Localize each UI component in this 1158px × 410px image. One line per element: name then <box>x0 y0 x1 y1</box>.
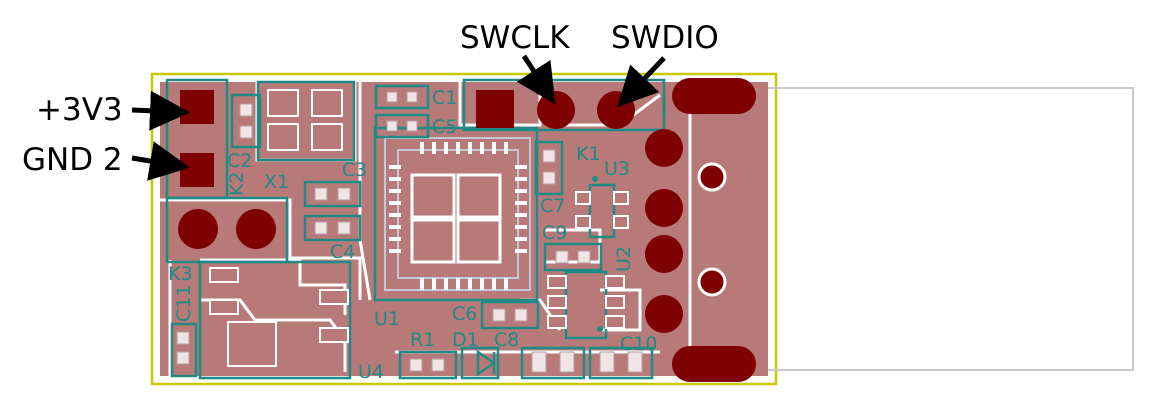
label-k3: K3 <box>168 263 193 285</box>
silkscreen-labels: C1 C5 C2 K2 X1 C3 C4 K1 U3 C7 C9 U2 K3 C… <box>168 87 657 383</box>
label-c6: C6 <box>452 303 477 325</box>
label-u1: U1 <box>374 308 400 330</box>
usb-holes <box>697 162 727 297</box>
board-outline <box>150 72 778 386</box>
arrow-swdio <box>617 56 666 108</box>
label-c9: C9 <box>542 222 567 244</box>
ic-u4-pads <box>209 267 349 367</box>
label-c8: C8 <box>494 329 519 351</box>
callout-swclk: SWCLK <box>460 20 570 56</box>
arrow-3v3 <box>131 90 190 131</box>
pad-k3-1 <box>178 209 218 249</box>
label-c3: C3 <box>342 159 367 181</box>
pad-gnd2 <box>180 153 214 187</box>
crystal-x1 <box>256 80 356 162</box>
pad-usb-4 <box>645 295 683 333</box>
label-c7: C7 <box>540 195 565 217</box>
label-c5: C5 <box>432 116 457 138</box>
small-component-pads <box>176 91 643 373</box>
callout-3v3: +3V3 <box>36 92 123 128</box>
callout-gnd2: GND 2 <box>22 142 123 178</box>
square-pads <box>180 90 514 187</box>
label-x1: X1 <box>264 171 289 193</box>
ic-u1 <box>373 126 539 302</box>
label-c4: C4 <box>330 241 355 263</box>
label-c2: C2 <box>227 150 252 172</box>
label-k2: K2 <box>226 171 248 196</box>
arrow-gnd2 <box>131 141 190 181</box>
u2-pin1-dot <box>597 326 603 332</box>
u3-pin1-dot <box>592 176 598 182</box>
callout-arrows <box>131 54 666 181</box>
callout-swdio: SWDIO <box>611 20 719 56</box>
pad-swd-1 <box>476 90 514 128</box>
arrow-swclk <box>516 54 556 105</box>
usb-mount-bottom <box>672 346 756 382</box>
label-c1: C1 <box>432 87 457 109</box>
label-d1: D1 <box>452 329 479 351</box>
pad-usb-1 <box>645 129 683 167</box>
diode-d1 <box>460 346 500 380</box>
label-u4: U4 <box>358 361 384 383</box>
ic-u2-pads <box>547 275 625 329</box>
label-u3: U3 <box>604 158 630 180</box>
pad-usb-3 <box>645 235 683 273</box>
label-c10: C10 <box>620 333 657 355</box>
pad-3v3 <box>180 90 214 124</box>
ic-u3-pads <box>575 191 629 229</box>
label-u2: U2 <box>613 246 635 272</box>
round-pads <box>178 91 683 333</box>
pad-swclk <box>537 91 575 129</box>
label-c11: C11 <box>173 285 195 322</box>
label-r1: R1 <box>410 329 435 351</box>
usb-mount-pads <box>672 78 756 382</box>
label-k1: K1 <box>576 143 601 165</box>
pad-k3-2 <box>236 209 276 249</box>
usb-mount-top <box>672 78 756 114</box>
small-components <box>165 78 666 380</box>
pad-usb-2 <box>645 189 683 227</box>
